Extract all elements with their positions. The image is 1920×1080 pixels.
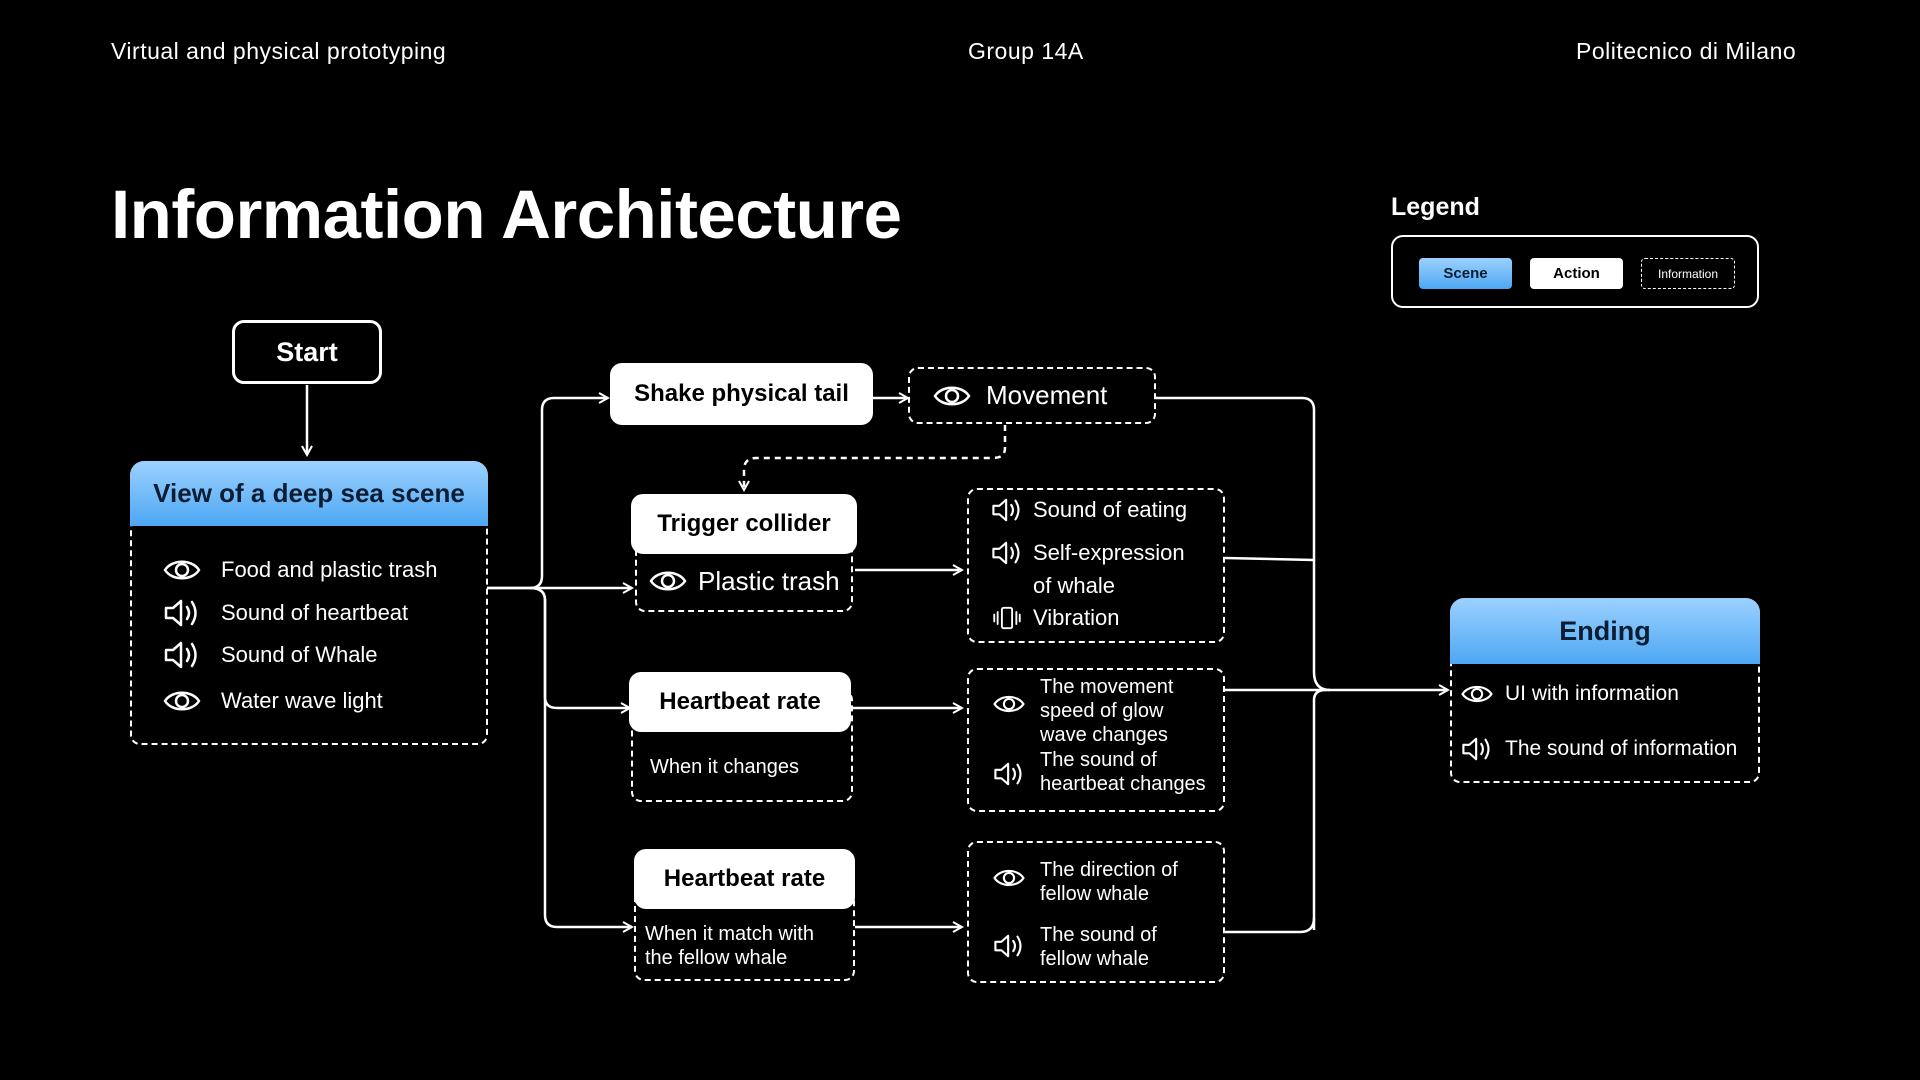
scene-item-label: Water wave light (221, 688, 383, 713)
scene-item: Water wave light (162, 685, 383, 717)
heart1-output-line: heartbeat changes (1040, 773, 1206, 795)
trigger-output-box (967, 488, 1225, 643)
info-movement: Movement (908, 367, 1156, 424)
page-title: Information Architecture (111, 176, 902, 253)
heart2-output-line: fellow whale (1040, 883, 1149, 905)
speaker-icon (162, 597, 202, 629)
heart1-info-label: When it changes (650, 756, 799, 778)
eye-icon (162, 685, 202, 717)
action-heartbeat-rate-2: Heartbeat rate (634, 849, 855, 909)
heart2-output-line: The direction of (1040, 859, 1178, 881)
heart2-info-line: the fellow whale (645, 947, 788, 969)
scene-item: Food and plastic trash (162, 554, 437, 586)
heart2-info-text: When it match with the fellow whale (645, 922, 814, 970)
eye-icon (992, 864, 1026, 892)
heart2-output-item (992, 932, 1026, 960)
header-course: Virtual and physical prototyping (111, 38, 447, 64)
vibration-icon (990, 604, 1024, 632)
start-node: Start (232, 320, 382, 384)
line-heart2-merge (1312, 688, 1327, 930)
heart1-output-text: The sound of heartbeat changes (1040, 748, 1206, 796)
line-trigger-merge (1224, 556, 1315, 562)
trigger-output-label: Sound of eating (1033, 497, 1188, 522)
line-heart2-out (1225, 917, 1316, 934)
speaker-icon (992, 932, 1026, 960)
speaker-icon (992, 760, 1026, 788)
line-movement-merge (1156, 396, 1331, 692)
arrow-movement-to-trigger (744, 425, 1007, 490)
speaker-icon (990, 496, 1024, 524)
heart2-output-text: The direction of fellow whale (1040, 858, 1178, 906)
heart2-output-line: The sound of (1040, 924, 1157, 946)
legend-action: Action (1530, 258, 1623, 289)
action-heartbeat-rate: Heartbeat rate (629, 672, 851, 732)
legend-scene: Scene (1419, 258, 1512, 289)
heart1-output-line: The sound of (1040, 749, 1157, 771)
heart2-output-box (967, 841, 1225, 983)
heart1-output-text: The movement speed of glow wave changes (1040, 675, 1173, 747)
heart1-output-line: wave changes (1040, 724, 1168, 746)
speaker-icon (990, 539, 1024, 567)
trigger-output-label: Self-expression (1033, 540, 1185, 565)
arrow-to-shake (487, 398, 608, 590)
eye-icon (162, 554, 202, 586)
heart1-output-item (992, 690, 1026, 718)
scene-item: Sound of Whale (162, 639, 378, 671)
ending-item-label: The sound of information (1505, 737, 1738, 760)
heart1-output-line: The movement (1040, 676, 1174, 698)
heart2-output-item (992, 864, 1026, 892)
header-university: Politecnico di Milano (1576, 38, 1797, 64)
heart2-output-line: fellow whale (1040, 948, 1149, 970)
eye-icon (1460, 680, 1494, 708)
info-movement-label: Movement (986, 380, 1108, 410)
trigger-info: Plastic trash (648, 565, 840, 597)
heart2-info-line: When it match with (645, 923, 814, 945)
trigger-output-item: Self-expression (990, 539, 1185, 567)
scene-item-label: Sound of Whale (221, 642, 378, 667)
ending-item: The sound of information (1460, 735, 1737, 763)
legend-information: Information (1641, 258, 1735, 289)
scene-item: Sound of heartbeat (162, 597, 408, 629)
trigger-output-label: of whale (1033, 573, 1115, 598)
trigger-info-label: Plastic trash (698, 565, 840, 596)
trigger-output-label: Vibration (1033, 605, 1120, 630)
heart1-output-item (992, 760, 1026, 788)
ending-item-label: UI with information (1505, 682, 1679, 705)
legend: Scene Action Information (1391, 235, 1759, 308)
trigger-output-item: Vibration (990, 604, 1119, 632)
header-group: Group 14A (968, 38, 1084, 64)
eye-icon (932, 380, 972, 412)
scene-item-label: Food and plastic trash (221, 557, 438, 582)
speaker-icon (162, 639, 202, 671)
eye-icon (648, 565, 688, 597)
arrow-to-heart2 (529, 586, 632, 927)
scene-deep-sea: View of a deep sea scene (130, 461, 488, 526)
heart1-output-box (967, 668, 1225, 812)
legend-title: Legend (1391, 193, 1480, 221)
trigger-output-item: Sound of eating (990, 496, 1187, 524)
speaker-icon (1460, 735, 1494, 763)
scene-ending: Ending (1450, 598, 1760, 664)
heart1-output-line: speed of glow (1040, 700, 1164, 722)
scene-item-label: Sound of heartbeat (221, 600, 409, 625)
heart2-output-text: The sound of fellow whale (1040, 923, 1157, 971)
action-trigger-collider: Trigger collider (631, 494, 857, 554)
eye-icon (992, 690, 1026, 718)
ending-item: UI with information (1460, 680, 1679, 708)
action-shake-tail: Shake physical tail (610, 363, 873, 425)
